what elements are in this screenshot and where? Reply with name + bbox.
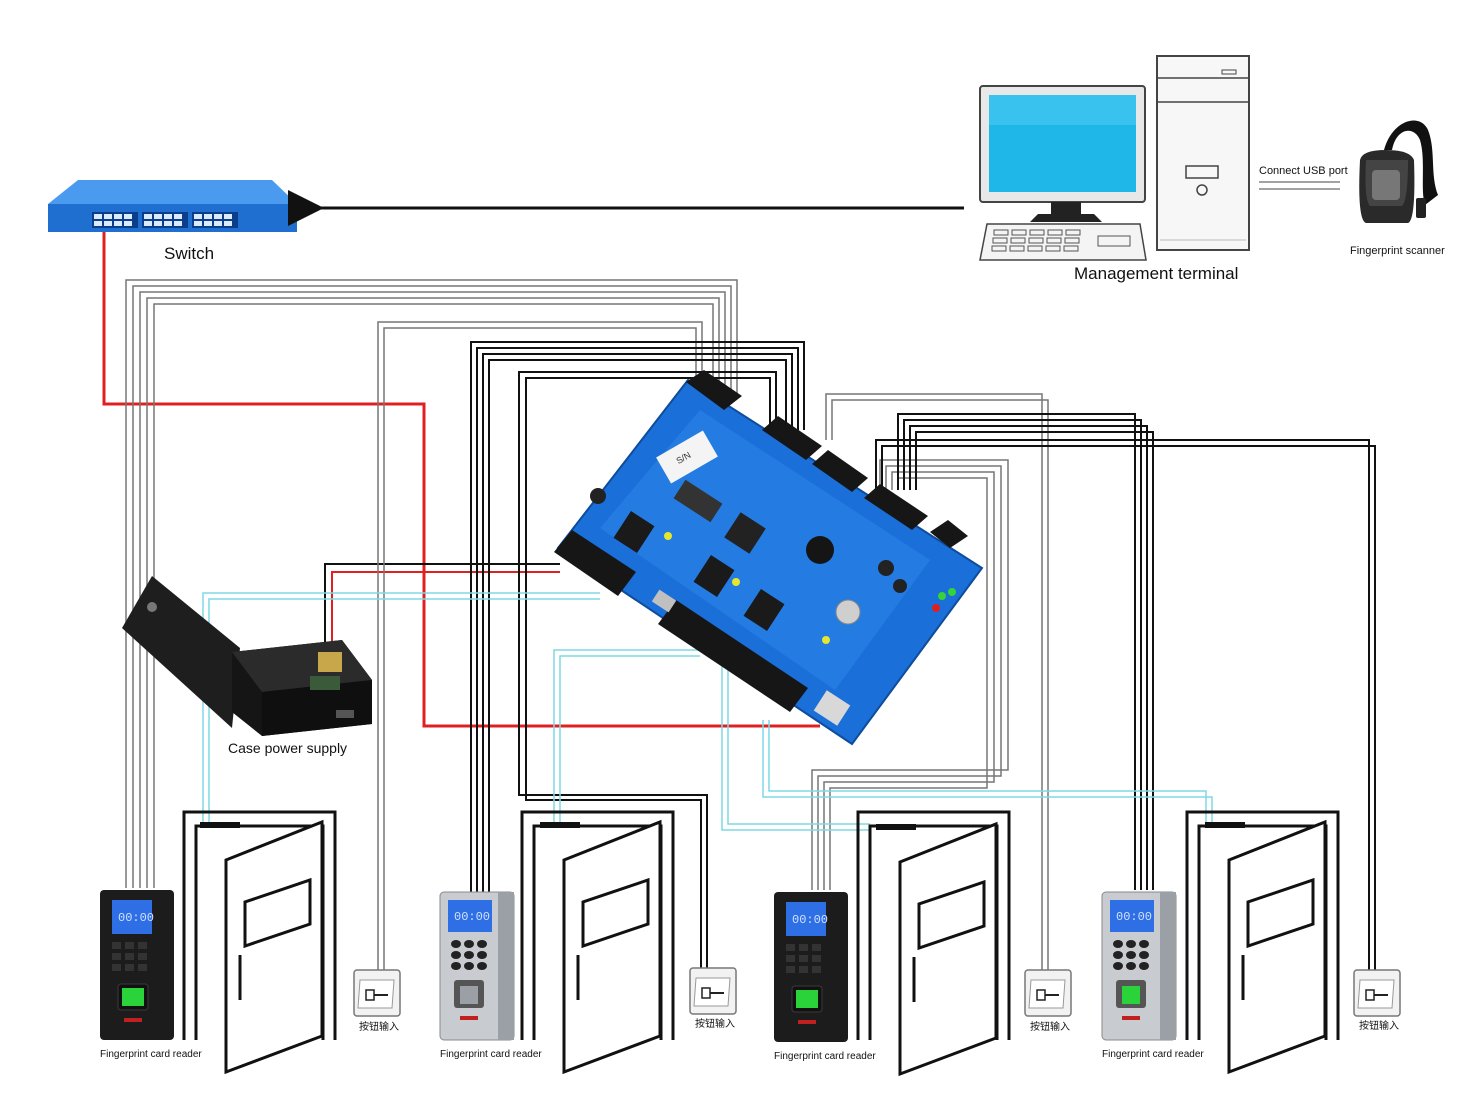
exit-button-3: 按钮输入 [1024,969,1072,1033]
fingerprint-reader-4: 00:00 Fingerprint card reader [1101,891,1204,1060]
fingerprint-reader-3: 00:00 Fingerprint card reader [774,892,876,1062]
switch-label: Switch [164,244,214,263]
wires [102,232,1376,975]
doors [182,810,1340,1077]
connect-usb-label: Connect USB port [1259,165,1348,177]
exit-button-1: 按钮输入 [353,969,401,1033]
reader-2-label: Fingerprint card reader [440,1049,542,1060]
network-cable [102,232,820,728]
exit-button-icon [353,969,401,1017]
fingerprint-reader-icon: 00:00 [1101,891,1177,1041]
button-4-wires [875,439,1376,970]
reader-2-screen: 00:00 [454,910,490,924]
exit-button-icon [1024,969,1072,1017]
exit-button-4: 按钮输入 [1353,969,1401,1032]
reader-3-screen: 00:00 [792,913,828,927]
button-1-label: 按钮输入 [359,1020,399,1033]
fingerprint-reader-1: 00:00 Fingerprint card reader [100,890,202,1060]
controller-board: S/N [554,370,984,746]
door-icon [520,810,675,1075]
power-wire-black [324,563,560,648]
button-2-label: 按钮输入 [695,1017,735,1030]
button-3-wires [825,393,1049,970]
fingerprint-reader-icon: 00:00 [774,892,848,1042]
usb-connection: Connect USB port [1259,165,1348,190]
network-switch-icon [48,180,297,232]
reader-4-screen: 00:00 [1116,910,1152,924]
management-terminal: Management terminal [979,55,1250,283]
door-icon [856,810,1011,1077]
reader-1-label: Fingerprint card reader [100,1049,202,1060]
fingerprint-scanner: Fingerprint scanner [1350,120,1445,257]
fingerprint-reader-2: 00:00 Fingerprint card reader [439,891,542,1060]
network-switch: Switch [48,180,297,263]
fingerprint-scanner-icon [1359,120,1438,223]
fingerprint-reader-icon: 00:00 [439,891,515,1041]
management-terminal-label: Management terminal [1074,264,1238,283]
case-power-supply: Case power supply [122,576,372,756]
power-supply-box-icon [122,576,372,736]
exit-button-2: 按钮输入 [689,967,737,1030]
button-3-label: 按钮输入 [1030,1020,1070,1033]
reader-2-wires [470,341,805,895]
fingerprint-scanner-label: Fingerprint scanner [1350,245,1445,257]
button-2-wires [518,371,777,968]
door-icon [182,810,337,1075]
exit-button-icon [689,967,737,1015]
button-1-wires [377,321,703,975]
case-power-supply-label: Case power supply [228,740,347,756]
fingerprint-reader-icon: 00:00 [100,890,174,1040]
reader-4-wires [897,413,1154,890]
reader-3-label: Fingerprint card reader [774,1051,876,1062]
reader-1-screen: 00:00 [118,911,154,925]
access-controller-board-icon: S/N [554,370,984,746]
button-4-label: 按钮输入 [1359,1019,1399,1032]
desktop-computer-icon [979,55,1250,261]
reader-4-label: Fingerprint card reader [1102,1049,1204,1060]
exit-button-icon [1353,969,1401,1017]
door-icon [1185,810,1340,1075]
